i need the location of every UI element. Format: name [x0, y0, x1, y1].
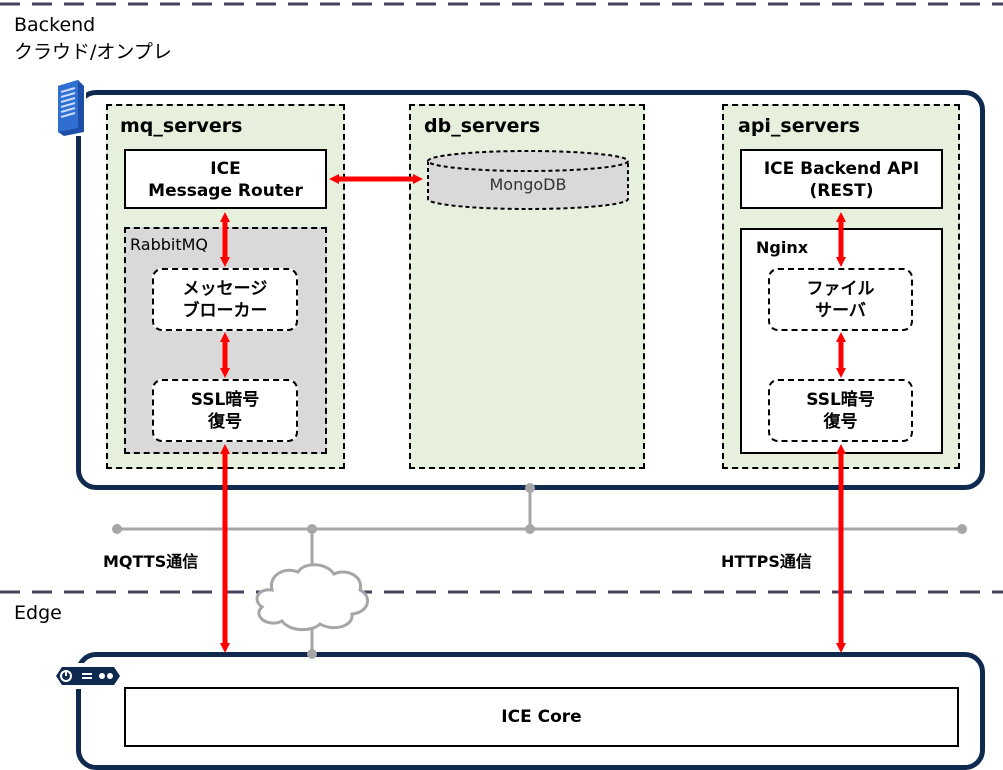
- ice-core-label: ICE Core: [501, 707, 582, 727]
- message-router-line1: ICE: [210, 159, 241, 179]
- mongodb-cylinder: MongoDB: [426, 149, 630, 211]
- file-server-line1: ファイル: [806, 278, 875, 299]
- mq-ssl-line2: 復号: [208, 411, 242, 432]
- ice-core-box: ICE Core: [124, 687, 959, 747]
- backend-api-line1: ICE Backend API: [763, 159, 920, 179]
- file-server-line2: サーバ: [815, 300, 866, 321]
- file-server-box: ファイル サーバ: [768, 268, 913, 331]
- backend-zone-title: Backend: [14, 14, 96, 36]
- db-servers-title: db_servers: [424, 115, 541, 137]
- api-ssl-box: SSL暗号 復号: [768, 379, 913, 442]
- backend-api-line2: (REST): [809, 181, 874, 201]
- mqtts-label: MQTTS通信: [103, 552, 199, 571]
- api-servers-title: api_servers: [738, 115, 860, 137]
- https-label: HTTPS通信: [721, 552, 812, 571]
- nginx-label: Nginx: [756, 238, 809, 257]
- api-ssl-line1: SSL暗号: [806, 389, 875, 410]
- api-ssl-line2: 復号: [823, 411, 858, 432]
- message-router-line2: Message Router: [148, 181, 303, 201]
- message-broker-line2: ブローカー: [182, 300, 268, 321]
- message-broker-box: メッセージ ブローカー: [152, 268, 298, 331]
- mq-servers-title: mq_servers: [120, 115, 243, 137]
- mq-ssl-box: SSL暗号 復号: [152, 379, 298, 442]
- message-router-box: ICE Message Router: [124, 149, 327, 209]
- backend-api-box: ICE Backend API (REST): [740, 149, 943, 209]
- mq-ssl-line1: SSL暗号: [190, 389, 260, 410]
- edge-zone-title: Edge: [14, 602, 62, 624]
- rabbitmq-label: RabbitMQ: [130, 235, 208, 254]
- backend-zone-subtitle: クラウド/オンプレ: [14, 41, 172, 63]
- server-icon: [54, 78, 86, 136]
- mongodb-label: MongoDB: [489, 175, 567, 194]
- edge-device-icon: [52, 663, 124, 689]
- message-broker-line1: メッセージ: [182, 278, 268, 299]
